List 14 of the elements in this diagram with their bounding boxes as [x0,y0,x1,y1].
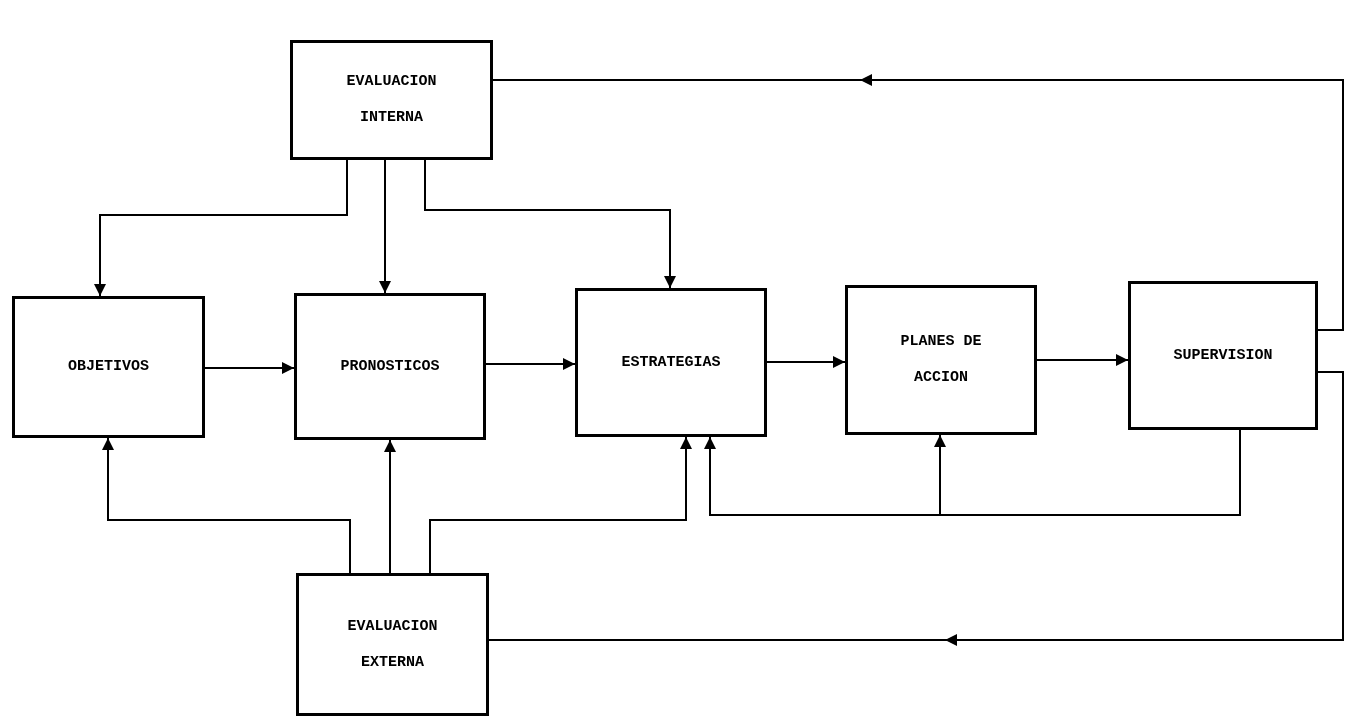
box-label: EVALUACION INTERNA [345,72,438,128]
process-box [290,40,493,160]
process-box [296,573,489,716]
process-box [575,288,767,437]
process-box [294,293,486,440]
process-box [845,285,1037,435]
box-label: OBJETIVOS [68,357,149,377]
box-label: PLANES DE ACCION [899,332,983,388]
box-label: EVALUACION EXTERNA [346,616,439,673]
box-label: PRONOSTICOS [340,356,440,377]
process-box [12,296,205,438]
box-label: SUPERVISION [1173,345,1273,366]
box-label: ESTRATEGIAS [621,352,721,373]
process-box [1128,281,1318,430]
